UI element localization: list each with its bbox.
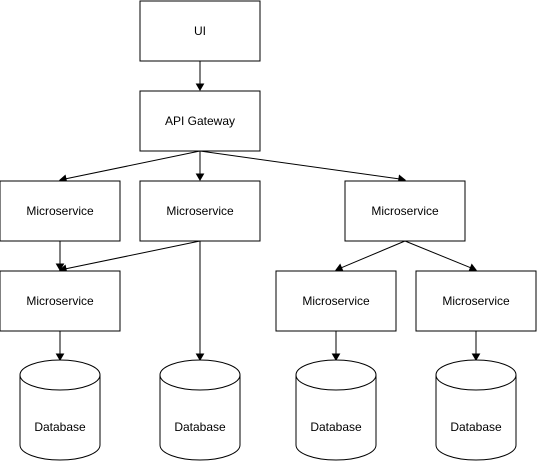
- edge-ms1-to-ms4: [55, 241, 65, 271]
- node-api-gateway: API Gateway: [139, 90, 261, 152]
- edge-ui-to-gateway: [195, 61, 205, 91]
- node-microservice-6: Microservice: [415, 270, 537, 332]
- node-api-gateway-label: API Gateway: [165, 114, 235, 128]
- edge-ms3-to-ms5: [335, 240, 406, 272]
- edge-ms2-to-ms4: [59, 240, 201, 273]
- node-database-3: Database: [295, 359, 377, 461]
- node-database-4: Database: [435, 359, 517, 461]
- node-database-2-label: Database: [174, 420, 226, 434]
- edge-gateway-to-ms3: [199, 150, 407, 184]
- node-database-2: Database: [159, 359, 241, 461]
- edge-ms4-to-db1: [55, 331, 65, 361]
- node-microservice-3-label: Microservice: [371, 204, 439, 218]
- node-microservice-6-label: Microservice: [442, 294, 510, 308]
- node-microservice-4-label: Microservice: [26, 294, 94, 308]
- node-microservice-5: Microservice: [275, 270, 397, 332]
- node-microservice-1: Microservice: [0, 180, 121, 242]
- node-database-3-label: Database: [310, 420, 362, 434]
- node-ui: UI: [139, 0, 261, 62]
- edge-ms5-to-db3: [331, 331, 341, 361]
- node-microservice-2-label: Microservice: [166, 204, 234, 218]
- node-database-1: Database: [19, 359, 101, 461]
- node-microservice-2: Microservice: [139, 180, 261, 242]
- node-microservice-1-label: Microservice: [26, 204, 94, 218]
- node-database-4-label: Database: [450, 420, 502, 434]
- edge-ms3-to-ms6: [404, 240, 477, 272]
- edge-gateway-to-ms1: [59, 150, 201, 183]
- edge-ms6-to-db4: [471, 331, 481, 361]
- node-ui-label: UI: [194, 24, 206, 38]
- node-database-1-label: Database: [34, 420, 86, 434]
- node-microservice-4: Microservice: [0, 270, 121, 332]
- node-microservice-3: Microservice: [344, 180, 466, 242]
- edge-ms2-to-db2: [195, 241, 205, 361]
- edge-gateway-to-ms2: [195, 151, 205, 181]
- node-microservice-5-label: Microservice: [302, 294, 370, 308]
